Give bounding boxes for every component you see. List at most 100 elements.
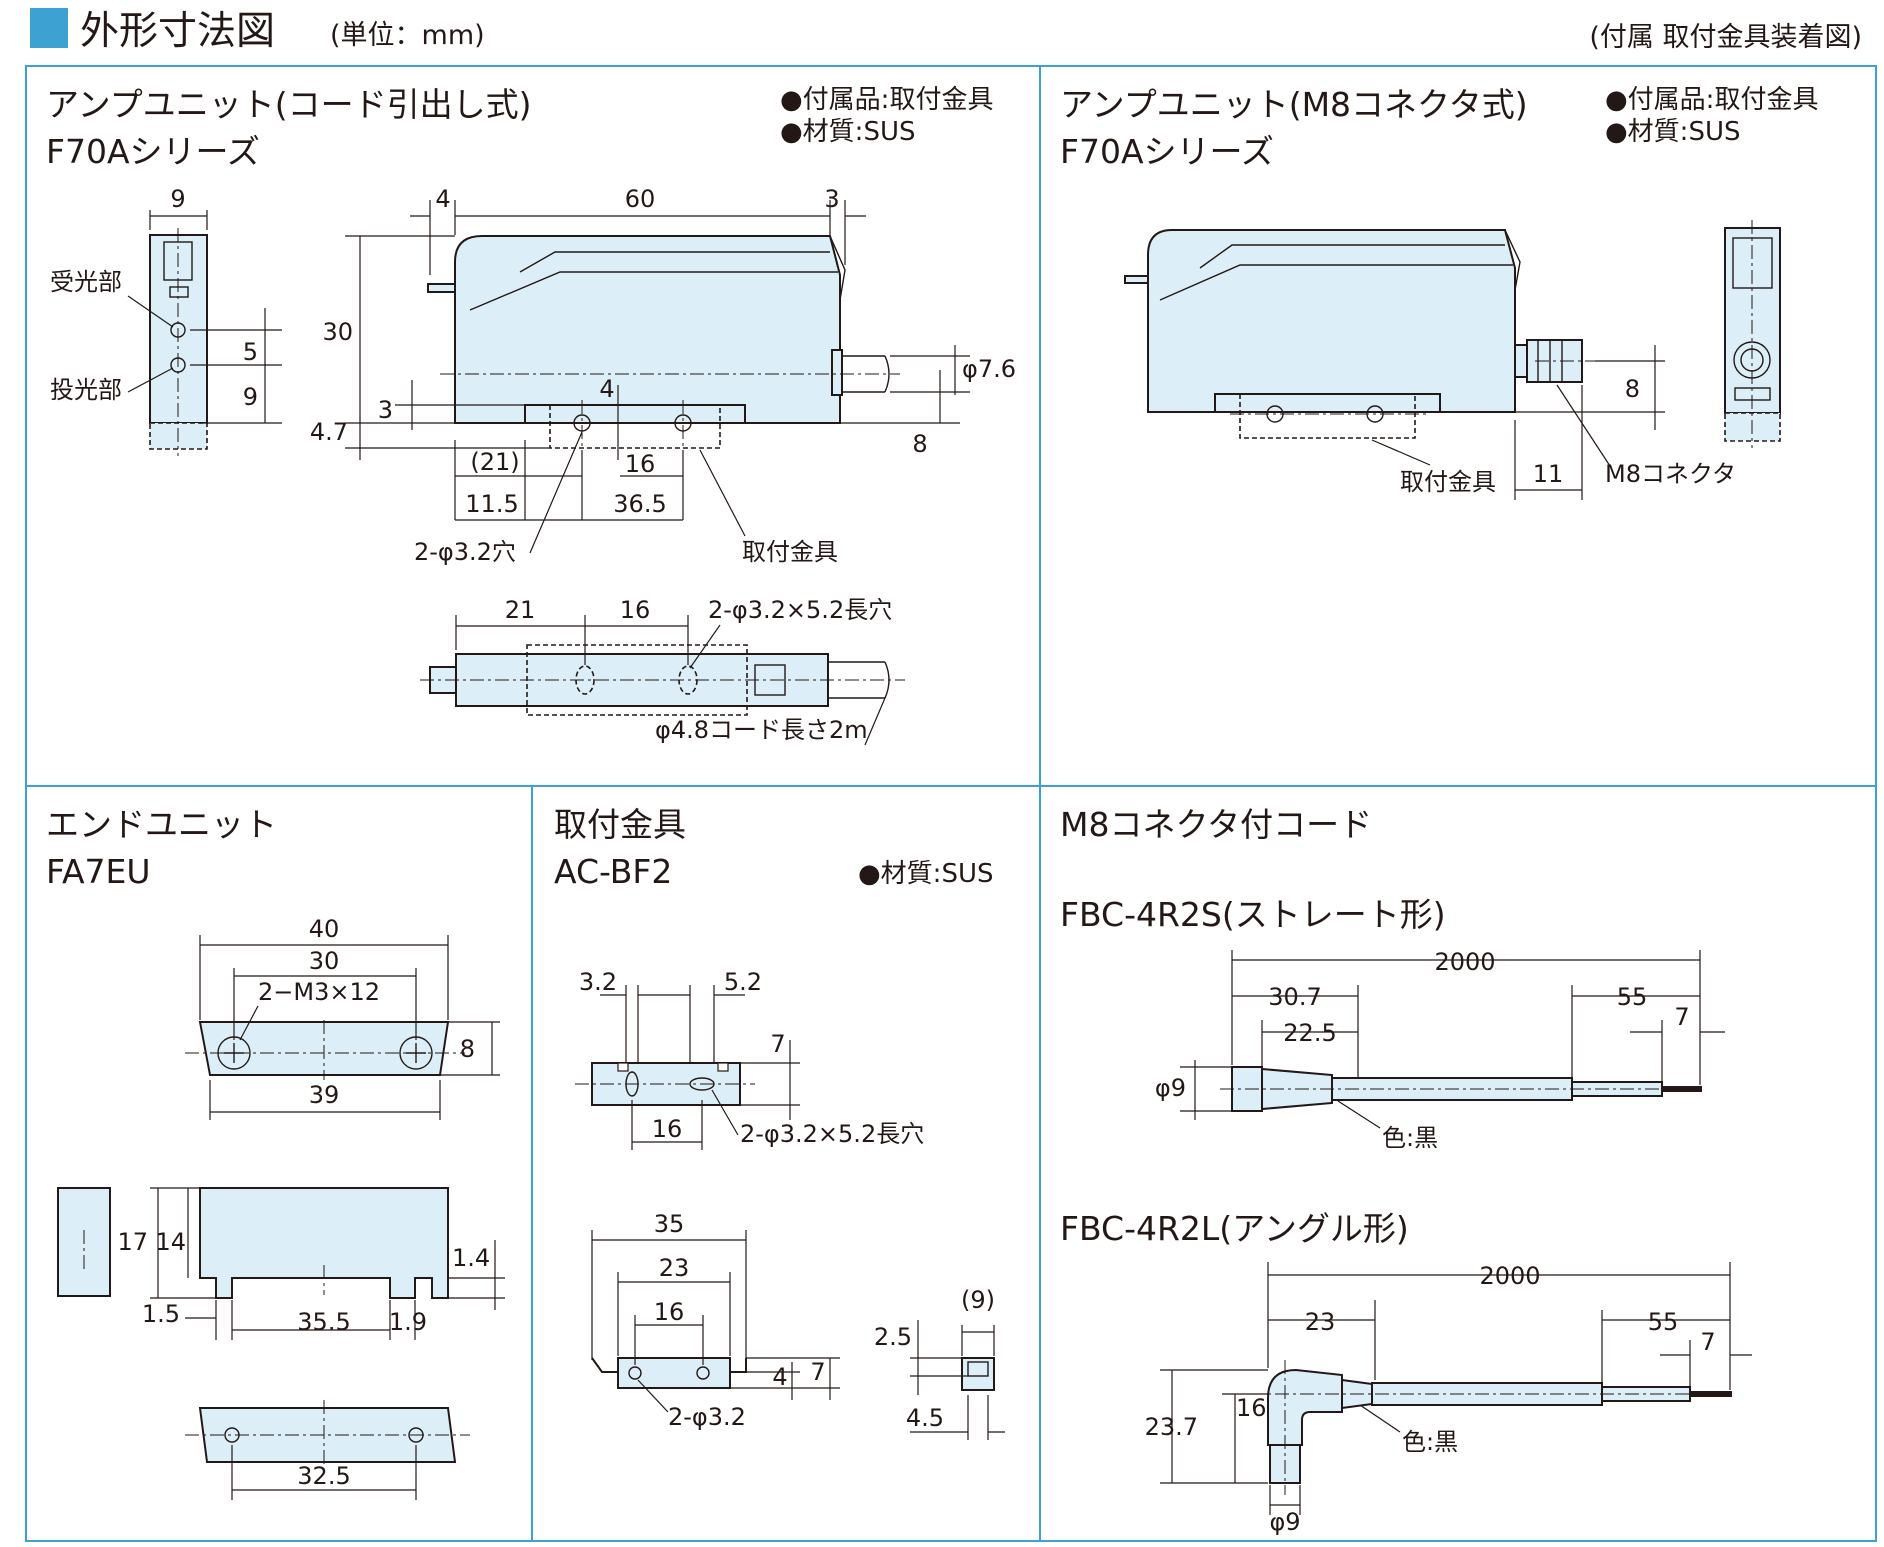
dim-16b: 16 [620,596,651,624]
dim-30: 30 [322,318,353,346]
dim-angle-23: 23 [1305,1308,1336,1336]
dim-7-front: 7 [810,1358,825,1386]
panel-amp-m8-series: F70Aシリーズ [1060,132,1274,171]
amp-front-body [454,235,841,424]
dim-3-2: 3.2 [579,968,617,996]
dim-phi-7-6: φ7.6 [962,355,1016,383]
dim-55-angle: 55 [1648,1308,1679,1336]
dim-14: 14 [155,1228,186,1256]
panel-bracket-model: AC-BF2 [554,852,672,891]
panel-amp-m8-title: アンプユニット(M8コネクタ式) [1060,85,1528,124]
bracket-top-view [591,1062,741,1106]
cable-stub [842,355,885,393]
dim-5-2: 5.2 [724,968,762,996]
end-unit-bottom [198,1407,457,1463]
panel-m8-cord: M8コネクタ付コード FBC-4R2S(ストレート形) 2000 30.7 22… [1060,805,1752,1536]
panel-amp-m8-note-accessory: ●付属品:取付金具 [1605,85,1818,115]
panel-amp-m8: アンプユニット(M8コネクタ式) F70Aシリーズ ●付属品:取付金具 ●材質:… [1060,85,1818,500]
panel-amp-cord: アンプユニット(コード引出し式) F70Aシリーズ ●付属品:取付金具 ●材質:… [46,85,1016,746]
dim-21: 21 [505,596,536,624]
dim-straight-2000: 2000 [1434,948,1495,976]
panel-bracket: 取付金具 AC-BF2 ●材質:SUS 3.2 5.2 7 16 2-φ3.2×… [554,805,1005,1440]
dim-30-7: 30.7 [1268,983,1321,1011]
cord-label: φ4.8コード長さ2m [655,716,868,744]
dim-phi9-straight: φ9 [1155,1074,1186,1102]
receiver-label: 受光部 [50,268,122,296]
dim-16: 16 [625,450,656,478]
dim-55-straight: 55 [1617,983,1648,1011]
page-title: 外形寸法図 [80,9,275,54]
dim-21-ref: (21) [470,448,519,476]
straight-cord-title: FBC-4R2S(ストレート形) [1060,895,1446,934]
dim-m8-8: 8 [1625,375,1640,403]
unit-label: (単位：mm) [330,20,485,51]
amp-front-lever [427,283,456,293]
panel-bracket-note-material: ●材質:SUS [858,859,994,889]
angle-connector-body [1267,1368,1343,1446]
screws-label: 2−M3×12 [258,978,380,1006]
panel-amp-cord-note-accessory: ●付属品:取付金具 [780,85,993,115]
panel-bracket-title: 取付金具 [554,805,686,844]
m8-connector-body [1514,344,1528,378]
slots-label: 2-φ3.2×5.2長穴 [708,596,892,624]
hole-icon [628,1366,642,1380]
dim-40: 40 [309,915,340,943]
dim-7-straight: 7 [1674,1003,1689,1031]
m8-bracket-label: 取付金具 [1400,468,1496,496]
dim-5: 5 [243,338,258,366]
panel-end-title: エンドユニット [46,805,277,844]
dim-39: 39 [309,1081,340,1109]
dim-16-front: 16 [654,1298,685,1326]
dim-4-front: 4 [772,1363,787,1391]
dim-23: 23 [659,1254,690,1282]
dim-7-angle: 7 [1700,1328,1715,1356]
amp-side-slot [169,286,189,298]
dim-1-9: 1.9 [389,1308,427,1336]
holes-label: 2-φ3.2穴 [414,538,516,566]
end-unit-front [199,1187,449,1299]
dim-m8-11: 11 [1533,460,1564,488]
m8-bracket-outline [1239,394,1416,439]
dim-23-7: 23.7 [1145,1413,1198,1441]
dim-3: 3 [378,396,393,424]
m8-amp-body [1147,229,1516,413]
dim-36-5: 36.5 [613,490,666,518]
header-square-icon [30,8,68,48]
bracket-outline [549,405,721,449]
emitter-label: 投光部 [50,376,122,404]
amp-front-foot [524,404,746,424]
panel-frame [25,65,1877,1542]
panel-end-unit: エンドユニット FA7EU 40 30 2−M3×12 8 39 [46,805,505,1500]
dim-35: 35 [654,1210,685,1238]
m8-connector-label: M8コネクタ [1605,460,1736,488]
dim-16-top: 16 [652,1115,683,1143]
dim-60: 60 [625,185,656,213]
bracket-front-body [617,1357,731,1389]
dim-8: 8 [912,430,927,458]
amp-front-cable-gland [831,349,843,396]
dim-22-5: 22.5 [1283,1019,1336,1047]
dim-4-7: 4.7 [310,418,348,446]
dim-angle-2000: 2000 [1479,1262,1540,1290]
dim-35-5: 35.5 [297,1308,350,1336]
header-note: (付属 取付金具装着図) [1589,22,1862,53]
panel-cord-title: M8コネクタ付コード [1060,805,1372,844]
bracket-side-view [961,1357,995,1391]
dim-phi9-angle: φ9 [1269,1508,1300,1536]
dim-30-end: 30 [309,947,340,975]
dim-8-end: 8 [460,1035,475,1063]
panel-amp-cord-series: F70Aシリーズ [46,132,260,171]
angle-color-label: 色:黒 [1402,1428,1458,1456]
hole-icon [696,1366,710,1380]
dim-4b: 4 [599,375,614,403]
dim-17: 17 [117,1228,148,1256]
dim-1-5: 1.5 [142,1300,180,1328]
bracket-slots-label: 2-φ3.2×5.2長穴 [740,1120,924,1148]
dim-4: 4 [435,185,450,213]
bracket-label: 取付金具 [742,538,838,566]
dim-11-5: 11.5 [465,490,518,518]
bracket-holes-label: 2-φ3.2 [668,1403,746,1431]
dim-9: 9 [170,185,185,213]
